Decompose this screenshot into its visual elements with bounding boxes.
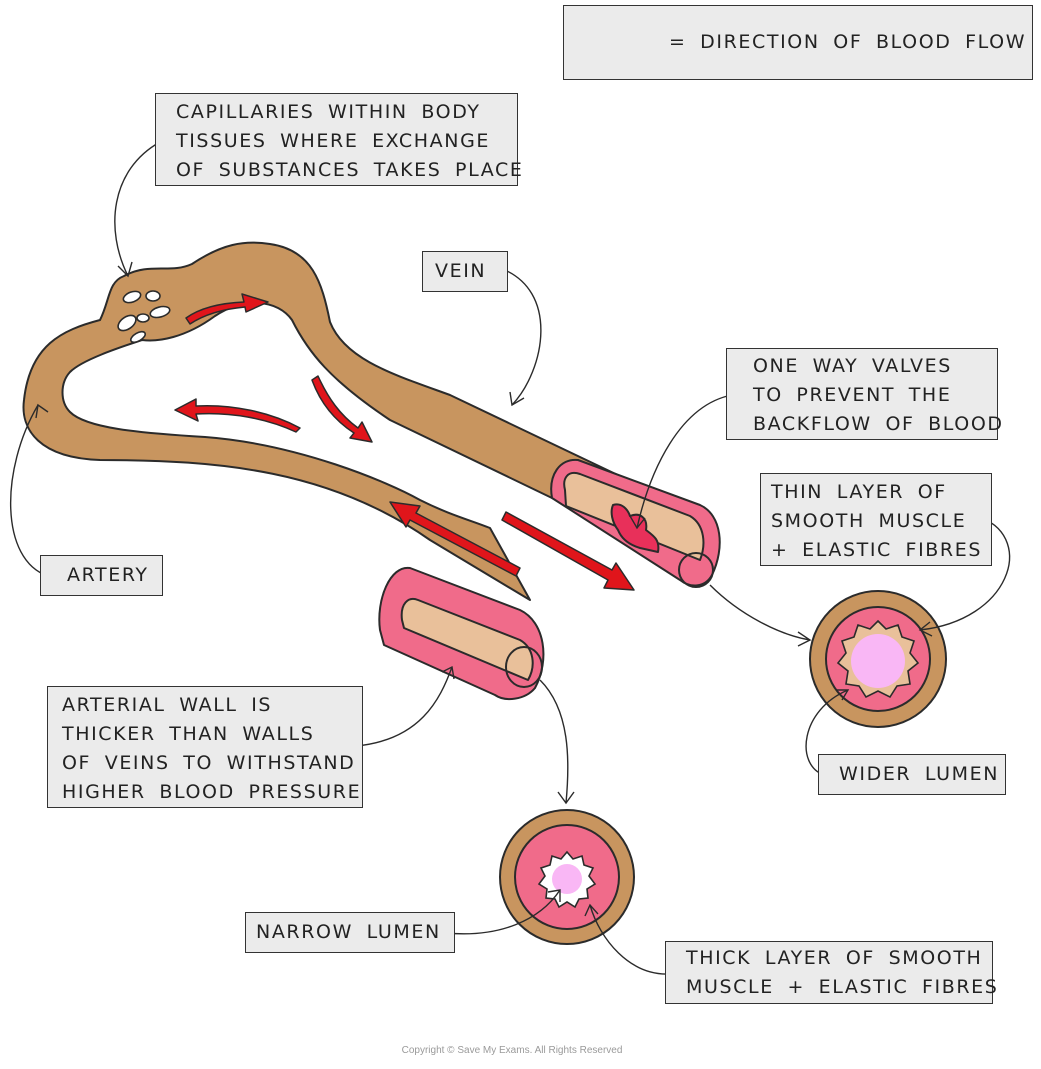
vein-section bbox=[809, 590, 947, 728]
label-line: + ELASTIC FIBRES bbox=[771, 539, 982, 561]
label-line: TISSUES WHERE EXCHANGE bbox=[176, 130, 490, 152]
flow-arrow-artery-lower bbox=[389, 501, 521, 577]
vessel-body bbox=[22, 241, 713, 601]
capillary-space bbox=[136, 313, 150, 323]
copyright-notice: Copyright © Save My Exams. All Rights Re… bbox=[401, 1045, 623, 1056]
capillary-space bbox=[149, 305, 171, 319]
label-line: ONE WAY VALVES bbox=[753, 355, 952, 377]
label-line: CAPILLARIES WITHIN BODY bbox=[176, 101, 481, 123]
connector-arrowheads bbox=[35, 261, 933, 917]
connector-narrow-lumen bbox=[445, 889, 561, 935]
vein-cross-section-end bbox=[550, 458, 721, 588]
vessel-loop bbox=[22, 241, 713, 601]
flow-arrow-capillaries bbox=[185, 293, 269, 325]
label-line: THICK LAYER OF SMOOTH bbox=[686, 947, 983, 969]
connector-arterial-wall bbox=[355, 666, 453, 747]
artery-end-ring bbox=[505, 646, 543, 688]
label-thin-layer: THIN LAYER OF SMOOTH MUSCLE + ELASTIC FI… bbox=[760, 473, 992, 566]
capillary-space bbox=[145, 290, 161, 302]
label-capillaries: CAPILLARIES WITHIN BODY TISSUES WHERE EX… bbox=[155, 93, 524, 186]
connector-vein bbox=[499, 267, 542, 406]
connector-valves bbox=[636, 394, 733, 529]
capillary-space bbox=[117, 314, 137, 332]
connector-lines bbox=[9, 141, 1011, 975]
flow-arrow-vein-lower bbox=[501, 511, 635, 591]
capillary-spaces bbox=[117, 290, 171, 344]
artery-cross-section-end bbox=[378, 566, 545, 701]
label-line: SMOOTH MUSCLE bbox=[771, 510, 967, 532]
label-line: ARTERY bbox=[67, 564, 149, 586]
label-line: BACKFLOW OF BLOOD bbox=[753, 413, 1004, 435]
wider-lumen bbox=[851, 634, 905, 688]
label-line: MUSCLE + ELASTIC FIBRES bbox=[686, 976, 999, 998]
label-artery: ARTERY bbox=[40, 555, 163, 596]
connector-thick-layer bbox=[589, 904, 669, 975]
artery-section bbox=[499, 809, 635, 945]
flow-arrow-vein-upper bbox=[311, 375, 373, 443]
capillary-space bbox=[122, 290, 142, 304]
connector-artery bbox=[9, 404, 49, 577]
label-line: VEIN bbox=[435, 260, 487, 282]
label-narrow-lumen: NARROW LUMEN bbox=[245, 912, 455, 953]
label-line: OF SUBSTANCES TAKES PLACE bbox=[176, 159, 524, 181]
label-line: HIGHER BLOOD PRESSURE bbox=[62, 781, 362, 803]
label-line: WIDER LUMEN bbox=[839, 763, 1000, 785]
label-line: THIN LAYER OF bbox=[771, 481, 947, 503]
label-line: OF VEINS TO WITHSTAND bbox=[62, 752, 356, 774]
label-valves: ONE WAY VALVES TO PREVENT THE BACKFLOW O… bbox=[726, 348, 1004, 440]
connector-wider-lumen bbox=[805, 689, 849, 776]
legend-text: = DIRECTION OF BLOOD FLOW bbox=[669, 31, 1027, 53]
blood-flow-arrows bbox=[174, 293, 635, 591]
connector-artery-to-section bbox=[539, 679, 569, 804]
connector-thin-layer bbox=[919, 517, 1011, 631]
label-thick-layer: THICK LAYER OF SMOOTH MUSCLE + ELASTIC F… bbox=[665, 941, 999, 1004]
capillary-space bbox=[129, 330, 147, 344]
label-line: ARTERIAL WALL IS bbox=[62, 694, 273, 716]
connector-vein-to-section bbox=[709, 584, 811, 641]
label-wider-lumen: WIDER LUMEN bbox=[818, 754, 1006, 795]
label-line: TO PREVENT THE bbox=[753, 384, 952, 406]
artery-lumen-cut bbox=[400, 598, 534, 681]
flow-arrow-artery-upper bbox=[174, 398, 301, 433]
narrow-lumen bbox=[552, 864, 582, 894]
label-line: THICKER THAN WALLS bbox=[62, 723, 315, 745]
label-vein: VEIN bbox=[422, 251, 508, 292]
label-arterial-wall: ARTERIAL WALL IS THICKER THAN WALLS OF V… bbox=[47, 686, 363, 808]
legend-box: = DIRECTION OF BLOOD FLOW bbox=[563, 5, 1033, 80]
label-line: NARROW LUMEN bbox=[256, 921, 441, 943]
connector-capillaries bbox=[114, 141, 161, 277]
one-way-valve bbox=[610, 503, 660, 553]
vein-end-ring bbox=[678, 552, 714, 588]
